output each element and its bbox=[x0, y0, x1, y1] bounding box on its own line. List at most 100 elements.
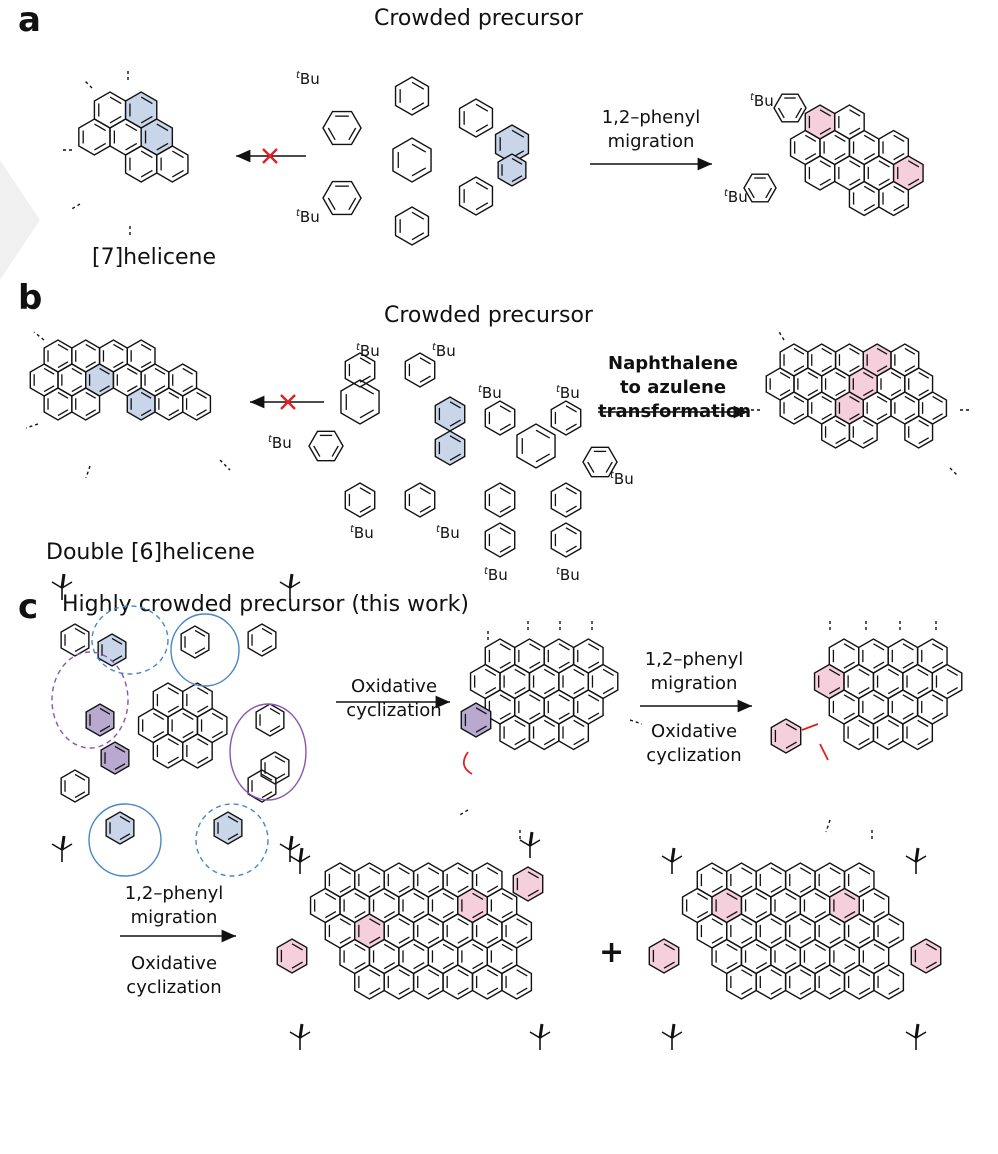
double-bond bbox=[785, 911, 797, 919]
double-bond bbox=[887, 687, 900, 695]
double-bond bbox=[419, 487, 431, 495]
benzene-ring bbox=[550, 522, 582, 558]
double-bond bbox=[793, 365, 805, 373]
double-bond bbox=[327, 127, 336, 141]
benzene-ring bbox=[344, 352, 376, 388]
panel-c-step2-line2: migration bbox=[650, 673, 738, 694]
double-bond bbox=[99, 707, 111, 715]
double-bond bbox=[196, 391, 207, 399]
tbu-group bbox=[661, 855, 673, 863]
double-bond bbox=[558, 694, 570, 702]
double-bond bbox=[858, 867, 871, 875]
double-bond bbox=[126, 367, 138, 375]
tbu-group bbox=[60, 573, 66, 589]
double-bond bbox=[814, 943, 826, 951]
double-bond bbox=[932, 661, 944, 669]
double-bond bbox=[411, 232, 425, 241]
double-bond bbox=[843, 712, 855, 720]
tbu-group bbox=[61, 843, 73, 851]
double-bond bbox=[154, 367, 166, 375]
double-bond bbox=[696, 892, 709, 900]
double-bond bbox=[844, 892, 856, 900]
benzene-ring bbox=[404, 482, 436, 518]
double-bond bbox=[588, 661, 600, 669]
double-bond bbox=[573, 668, 585, 676]
double-bond bbox=[711, 936, 723, 944]
double-bond bbox=[755, 943, 768, 951]
double-bond bbox=[486, 918, 499, 926]
double-bond bbox=[74, 627, 86, 635]
double-bond bbox=[196, 409, 207, 417]
double-bond bbox=[499, 405, 511, 413]
double-bond bbox=[442, 943, 454, 951]
double-bond bbox=[369, 969, 381, 977]
double-bond bbox=[398, 987, 410, 995]
double-bond bbox=[849, 160, 861, 168]
tbu-label: tBu bbox=[296, 70, 320, 88]
benzene-ring bbox=[501, 964, 533, 1000]
double-bond bbox=[876, 347, 888, 355]
benzene-ring bbox=[873, 964, 905, 1000]
benzene-ring bbox=[582, 446, 618, 478]
double-bond bbox=[835, 437, 846, 445]
double-bond bbox=[194, 647, 206, 655]
double-bond bbox=[428, 969, 440, 977]
double-bond bbox=[140, 115, 153, 124]
double-bond bbox=[339, 936, 351, 944]
benzene-ring bbox=[773, 93, 807, 123]
double-bond bbox=[587, 461, 595, 473]
double-bond bbox=[182, 385, 194, 393]
benzene-ring bbox=[458, 176, 494, 216]
double-bond bbox=[457, 936, 469, 944]
double-bond bbox=[588, 694, 600, 702]
double-bond bbox=[291, 961, 303, 969]
double-bond bbox=[383, 943, 396, 951]
double-bond bbox=[182, 731, 194, 739]
double-bond bbox=[785, 943, 797, 951]
benzene-ring bbox=[394, 76, 430, 116]
benzene-ring bbox=[247, 769, 277, 803]
tbu-label: tBu bbox=[484, 566, 508, 584]
double-bond bbox=[849, 365, 860, 373]
double-bond bbox=[511, 157, 523, 165]
double-bond bbox=[829, 885, 841, 893]
double-bond bbox=[946, 687, 958, 695]
double-bond bbox=[904, 395, 916, 403]
double-bond bbox=[457, 918, 469, 926]
double-bond bbox=[126, 385, 138, 393]
tbu-label: tBu bbox=[478, 384, 502, 402]
double-bond bbox=[602, 687, 614, 695]
double-bond bbox=[834, 153, 846, 161]
double-bond bbox=[398, 969, 410, 977]
dashed-bond bbox=[949, 467, 959, 477]
double-bond bbox=[755, 911, 768, 919]
double-bond bbox=[800, 918, 812, 926]
double-bond bbox=[888, 918, 900, 926]
double-bond bbox=[411, 143, 427, 153]
benzene-ring bbox=[404, 352, 436, 388]
double-bond bbox=[109, 115, 122, 124]
molecule-drawings bbox=[25, 68, 972, 1050]
benzene-ring bbox=[392, 137, 432, 183]
panel-a-arrow-label-line1: 1,2–phenyl bbox=[601, 107, 701, 128]
double-bond bbox=[888, 969, 900, 977]
double-bond bbox=[383, 962, 396, 970]
double-bond bbox=[419, 375, 431, 383]
double-bond bbox=[888, 936, 900, 944]
double-bond bbox=[565, 505, 577, 513]
double-bond bbox=[449, 401, 461, 409]
double-bond bbox=[114, 745, 126, 753]
double-bond bbox=[140, 169, 153, 178]
double-bond bbox=[800, 936, 812, 944]
double-bond bbox=[902, 643, 914, 651]
benzene-ring bbox=[182, 733, 213, 769]
new-bond bbox=[819, 743, 829, 761]
double-bond bbox=[918, 389, 930, 397]
double-bond bbox=[862, 437, 874, 445]
benzene-ring bbox=[308, 430, 344, 462]
double-bond bbox=[154, 385, 166, 393]
dashed-bond bbox=[219, 459, 231, 471]
panel-a-arrow-label-line2: migration bbox=[607, 131, 695, 152]
double-bond bbox=[829, 918, 841, 926]
panel-a-letter: a bbox=[18, 0, 41, 40]
